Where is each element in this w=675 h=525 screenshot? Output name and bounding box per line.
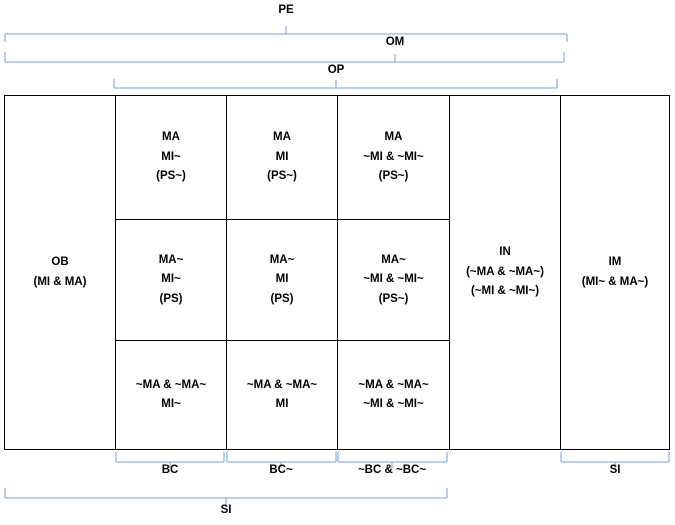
cell-bc-both-top: MA ~MI & ~MI~ (PS~) bbox=[338, 96, 449, 220]
cell-ob-line-1: OB bbox=[51, 256, 69, 268]
brace-si-right bbox=[560, 452, 670, 468]
cell-bc-both-bottom-line-2: ~MI & ~MI~ bbox=[363, 398, 424, 410]
cell-in: IN (~MA & ~MA~) (~MI & ~MI~) bbox=[450, 96, 560, 449]
cell-bc-top-line-2: MI~ bbox=[161, 150, 181, 163]
cell-bc-both-bottom-line-1: ~MA & ~MA~ bbox=[358, 378, 429, 391]
cell-bc-both-mid: MA~ ~MI & ~MI~ (PS~) bbox=[338, 220, 449, 341]
column-ob: OB (MI & MA) bbox=[5, 96, 116, 449]
cell-bc-neg-top-line-3: (PS~) bbox=[267, 170, 297, 183]
cell-bc-neg-mid-line-2: MI bbox=[275, 273, 289, 286]
column-bc-both: MA ~MI & ~MI~ (PS~) MA~ ~MI & ~MI~ (PS~)… bbox=[338, 96, 450, 449]
cell-bc-neg-mid: MA~ MI (PS) bbox=[227, 220, 337, 341]
cell-bc-mid-line-3: (PS) bbox=[159, 292, 183, 305]
label-pe: PE bbox=[278, 4, 294, 16]
brace-si-bottom bbox=[4, 488, 448, 506]
brace-bc bbox=[115, 452, 225, 468]
brace-pe bbox=[4, 26, 568, 42]
cell-bc-neg-mid-line-3: (PS) bbox=[270, 292, 294, 305]
cell-bc-both-mid-line-3: (PS~) bbox=[378, 292, 409, 305]
brace-bc-neg bbox=[226, 452, 337, 468]
cell-bc-top-line-3: (PS~) bbox=[156, 170, 186, 183]
cell-bc-bottom-line-2: MI~ bbox=[161, 398, 181, 410]
cell-bc-neg-bottom: ~MA & ~MA~ MI bbox=[227, 341, 337, 449]
cell-im-line-1: IM bbox=[608, 256, 622, 268]
cell-bc-both-bottom: ~MA & ~MA~ ~MI & ~MI~ bbox=[338, 341, 449, 449]
label-op: OP bbox=[327, 64, 345, 76]
cell-bc-neg-bottom-line-2: MI bbox=[275, 398, 289, 410]
cell-in-line-2: (~MA & ~MA~) bbox=[466, 265, 544, 278]
cell-bc-neg-top-line-2: MI bbox=[275, 150, 289, 163]
column-in: IN (~MA & ~MA~) (~MI & ~MI~) bbox=[450, 96, 561, 449]
label-bc-neg: BC~ bbox=[269, 464, 293, 476]
cell-bc-neg-top-line-1: MA bbox=[273, 131, 291, 144]
cell-bc-bottom: ~MA & ~MA~ MI~ bbox=[116, 341, 226, 449]
column-bc: MA MI~ (PS~) MA~ MI~ (PS) ~MA & ~MA~ MI~ bbox=[116, 96, 227, 449]
cell-ob-line-2: (MI & MA) bbox=[33, 275, 87, 288]
cell-in-line-3: (~MI & ~MI~) bbox=[470, 285, 540, 298]
cell-im: IM (MI~ & MA~) bbox=[561, 96, 669, 449]
matrix-table: OB (MI & MA) MA MI~ (PS~) MA~ MI~ (PS) ~… bbox=[4, 95, 670, 450]
cell-bc-top: MA MI~ (PS~) bbox=[116, 96, 226, 220]
cell-bc-neg-bottom-line-1: ~MA & ~MA~ bbox=[246, 378, 318, 391]
cell-bc-top-line-1: MA bbox=[162, 131, 180, 144]
cell-bc-both-top-line-2: ~MI & ~MI~ bbox=[363, 150, 424, 163]
brace-om bbox=[4, 52, 565, 63]
cell-ob: OB (MI & MA) bbox=[5, 96, 115, 449]
cell-in-line-1: IN bbox=[499, 246, 511, 259]
label-si-bottom: SI bbox=[220, 504, 232, 516]
cell-bc-both-mid-line-1: MA~ bbox=[381, 253, 406, 266]
cell-im-line-2: (MI~ & MA~) bbox=[581, 275, 649, 288]
cell-bc-mid: MA~ MI~ (PS) bbox=[116, 220, 226, 341]
cell-bc-both-top-line-1: MA bbox=[384, 131, 403, 144]
brace-op bbox=[113, 79, 558, 89]
label-om: OM bbox=[385, 36, 405, 48]
column-bc-neg: MA MI (PS~) MA~ MI (PS) ~MA & ~MA~ MI bbox=[227, 96, 338, 449]
column-im: IM (MI~ & MA~) bbox=[561, 96, 669, 449]
label-bc: BC bbox=[161, 464, 179, 476]
cell-bc-both-top-line-3: (PS~) bbox=[378, 170, 409, 183]
cell-bc-neg-top: MA MI (PS~) bbox=[227, 96, 337, 220]
brace-bc-both bbox=[337, 452, 448, 468]
label-si-right: SI bbox=[609, 464, 621, 476]
cell-bc-bottom-line-1: ~MA & ~MA~ bbox=[135, 378, 207, 391]
label-bc-both: ~BC & ~BC~ bbox=[357, 464, 427, 476]
cell-bc-mid-line-2: MI~ bbox=[161, 273, 181, 286]
cell-bc-both-mid-line-2: ~MI & ~MI~ bbox=[363, 273, 424, 286]
cell-bc-neg-mid-line-1: MA~ bbox=[269, 253, 295, 266]
cell-bc-mid-line-1: MA~ bbox=[158, 253, 184, 266]
